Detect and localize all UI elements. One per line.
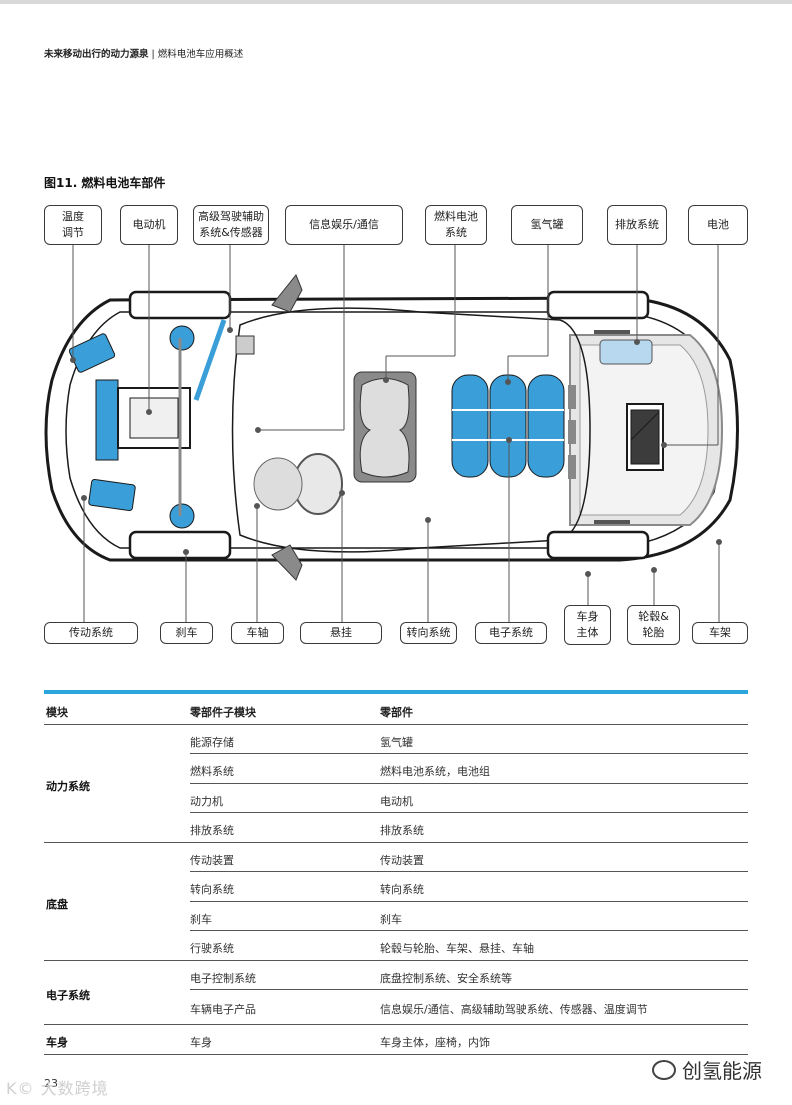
table-cell: 行驶系统: [190, 942, 234, 955]
exhaust-muffler: [599, 339, 653, 365]
table-cell: 轮毂与轮胎、车架、悬挂、车轴: [380, 942, 534, 955]
table-cell: 车身主体，座椅，内饰: [380, 1036, 490, 1049]
module-chassis: 底盘: [46, 898, 68, 911]
console-seat: [359, 378, 410, 478]
row-divider: [44, 1024, 748, 1025]
module-electronics: 电子系统: [46, 989, 90, 1002]
brake-disc-bottom: [169, 503, 195, 529]
side-vent-1: [568, 385, 576, 409]
row-divider: [190, 812, 748, 813]
callout-axle: 车轴: [231, 622, 284, 644]
fuel-cell-car-diagram: [44, 245, 739, 622]
side-vent-2: [568, 420, 576, 444]
battery-grid: [630, 409, 660, 465]
col-header-parts: 零部件: [380, 706, 413, 719]
wheel-front-bottom: [128, 530, 232, 560]
callout-battery: 电池: [688, 205, 748, 245]
callout-drivetrain: 传动系统: [44, 622, 138, 644]
side-vent-3: [568, 455, 576, 479]
callout-wheel-tire: 轮毂& 轮胎: [627, 605, 680, 645]
running-header: 未来移动出行的动力源泉|燃料电池车应用概述: [44, 46, 243, 60]
driver-seat: [253, 457, 303, 511]
table-cell: 电子控制系统: [190, 972, 256, 985]
table-cell: 传动装置: [380, 854, 424, 867]
table-top-rule: [44, 690, 748, 694]
callout-hydrogen-tank: 氢气罐: [511, 205, 583, 245]
table-cell: 转向系统: [190, 883, 234, 896]
callout-infotainment: 信息娱乐/通信: [285, 205, 403, 245]
row-divider: [190, 901, 748, 902]
callout-electronics: 电子系统: [475, 622, 547, 644]
table-cell: 排放系统: [190, 824, 234, 837]
front-sensor: [235, 335, 255, 355]
table-cell: 车辆电子产品: [190, 1003, 256, 1016]
col-header-submodule: 零部件子模块: [190, 706, 256, 719]
callout-brake: 刹车: [160, 622, 213, 644]
header-title: 未来移动出行的动力源泉: [44, 49, 149, 60]
table-cell: 氢气罐: [380, 736, 413, 749]
motor-inner: [129, 397, 179, 439]
figure-title: 图11. 燃料电池车部件: [44, 176, 166, 190]
table-cell: 燃料电池系统，电池组: [380, 765, 490, 778]
adas-bar: [193, 319, 227, 401]
radiator: [95, 379, 119, 461]
row-divider: [44, 724, 748, 725]
row-divider: [190, 783, 748, 784]
row-divider: [44, 842, 748, 843]
row-divider: [44, 1054, 748, 1055]
table-cell: 能源存储: [190, 736, 234, 749]
row-divider: [190, 871, 748, 872]
watermark-right: 创氢能源: [652, 1055, 762, 1084]
wechat-icon: [652, 1059, 676, 1080]
table-cell: 传动装置: [190, 854, 234, 867]
table-cell: 动力机: [190, 795, 223, 808]
transmission-unit: [88, 478, 136, 512]
callout-body: 车身 主体: [564, 605, 611, 645]
row-divider: [190, 753, 748, 754]
table-cell: 电动机: [380, 795, 413, 808]
module-powertrain: 动力系统: [46, 780, 90, 793]
row-divider: [190, 930, 748, 931]
callout-adas: 高级驾驶辅助 系统&传感器: [193, 205, 269, 245]
table-cell: 信息娱乐/通信、高级辅助驾驶系统、传感器、温度调节: [380, 1003, 648, 1016]
table-cell: 刹车: [190, 913, 212, 926]
page-number: 23: [44, 1077, 58, 1090]
mirror-top: [271, 274, 303, 313]
table-cell: 转向系统: [380, 883, 424, 896]
brake-disc-top: [169, 325, 195, 351]
header-subtitle: 燃料电池车应用概述: [157, 49, 244, 60]
callout-motor: 电动机: [120, 205, 178, 245]
watermark-right-text: 创氢能源: [682, 1059, 762, 1083]
mirror-bottom: [271, 544, 303, 581]
callout-suspension: 悬挂: [300, 622, 382, 644]
wheel-rear-top: [546, 290, 650, 320]
wheel-front-top: [128, 290, 232, 320]
table-cell: 底盘控制系统、安全系统等: [380, 972, 512, 985]
header-separator: |: [151, 49, 155, 60]
col-header-module: 模块: [46, 706, 68, 719]
table-header-row: 模块 零部件子模块 零部件: [44, 694, 748, 724]
watermark-left: K© 大数跨境: [6, 1079, 109, 1098]
cabin-outline: [231, 307, 591, 553]
table-cell: 刹车: [380, 913, 402, 926]
module-body: 车身: [46, 1036, 68, 1049]
row-divider: [44, 960, 748, 961]
top-rule: [0, 0, 792, 4]
wheel-rear-bottom: [546, 530, 650, 560]
callout-temperature: 温度 调节: [44, 205, 102, 245]
callout-exhaust: 排放系统: [607, 205, 667, 245]
hydrogen-tanks: [451, 374, 565, 478]
callout-steering: 转向系统: [400, 622, 457, 644]
row-divider: [190, 989, 748, 990]
table-cell: 燃料系统: [190, 765, 234, 778]
callout-frame: 车架: [692, 622, 748, 644]
table-cell: 排放系统: [380, 824, 424, 837]
callout-fuel-cell: 燃料电池 系统: [425, 205, 487, 245]
table-cell: 车身: [190, 1036, 212, 1049]
